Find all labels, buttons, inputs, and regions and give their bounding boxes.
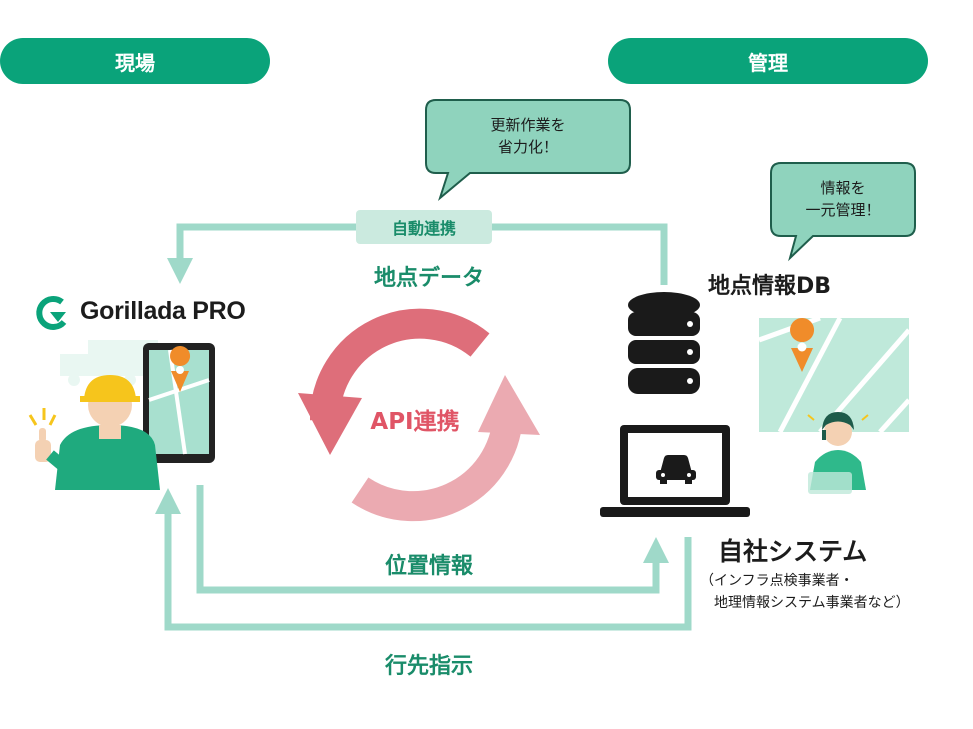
operator-illustration (807, 412, 869, 494)
database-icon (628, 292, 700, 394)
genba-pill: 現場 (0, 38, 270, 84)
destination-arrow (164, 510, 692, 631)
system-note-line-1: （インフラ点検事業者・ (700, 573, 854, 589)
system-note-line-2: 地理情報システム事業者など） (714, 595, 910, 611)
laptop-icon (600, 425, 750, 517)
api-link-label: API連携 (370, 409, 460, 435)
worker-illustration (28, 375, 160, 490)
smartphone-illustration (143, 343, 215, 463)
point-data-label: 地点データ (373, 266, 484, 291)
db-label: 地点情報DB (708, 274, 832, 299)
api-cycle-icon (298, 308, 540, 522)
bubble-update (425, 99, 631, 201)
point-data-arrowhead (167, 258, 193, 284)
destination-label: 行先指示 (384, 654, 473, 679)
genba-label: 現場 (115, 50, 155, 75)
bubble-centralize-line-1: 情報を (820, 179, 866, 197)
auto-link-tag-box (356, 210, 492, 244)
location-info-arrow (196, 485, 660, 594)
location-info-arrowhead (643, 537, 669, 563)
bubble-centralize-line-2: 一元管理！ (805, 201, 881, 219)
location-info-label: 位置情報 (384, 554, 473, 579)
bubble-update-line-2: 省力化！ (497, 138, 558, 156)
kanri-label: 管理 (748, 50, 788, 75)
system-label: 自社システム (718, 537, 868, 566)
auto-link-tag: 自動連携 (356, 210, 492, 244)
bubble-centralize (770, 162, 916, 262)
gorillada-logo-icon (36, 295, 67, 330)
bubble-update-text: 更新作業を 省力化！ (426, 114, 630, 158)
kanri-pill: 管理 (608, 38, 928, 84)
bubble-centralize-text: 情報を 一元管理！ (771, 177, 915, 221)
auto-link-label: 自動連携 (391, 219, 456, 238)
gorillada-logo-text: Gorillada PRO (80, 297, 246, 325)
bubble-update-line-1: 更新作業を (490, 116, 566, 134)
system-note: （インフラ点検事業者・ 地理情報システム事業者など） (700, 570, 910, 614)
destination-arrowhead (155, 488, 181, 514)
